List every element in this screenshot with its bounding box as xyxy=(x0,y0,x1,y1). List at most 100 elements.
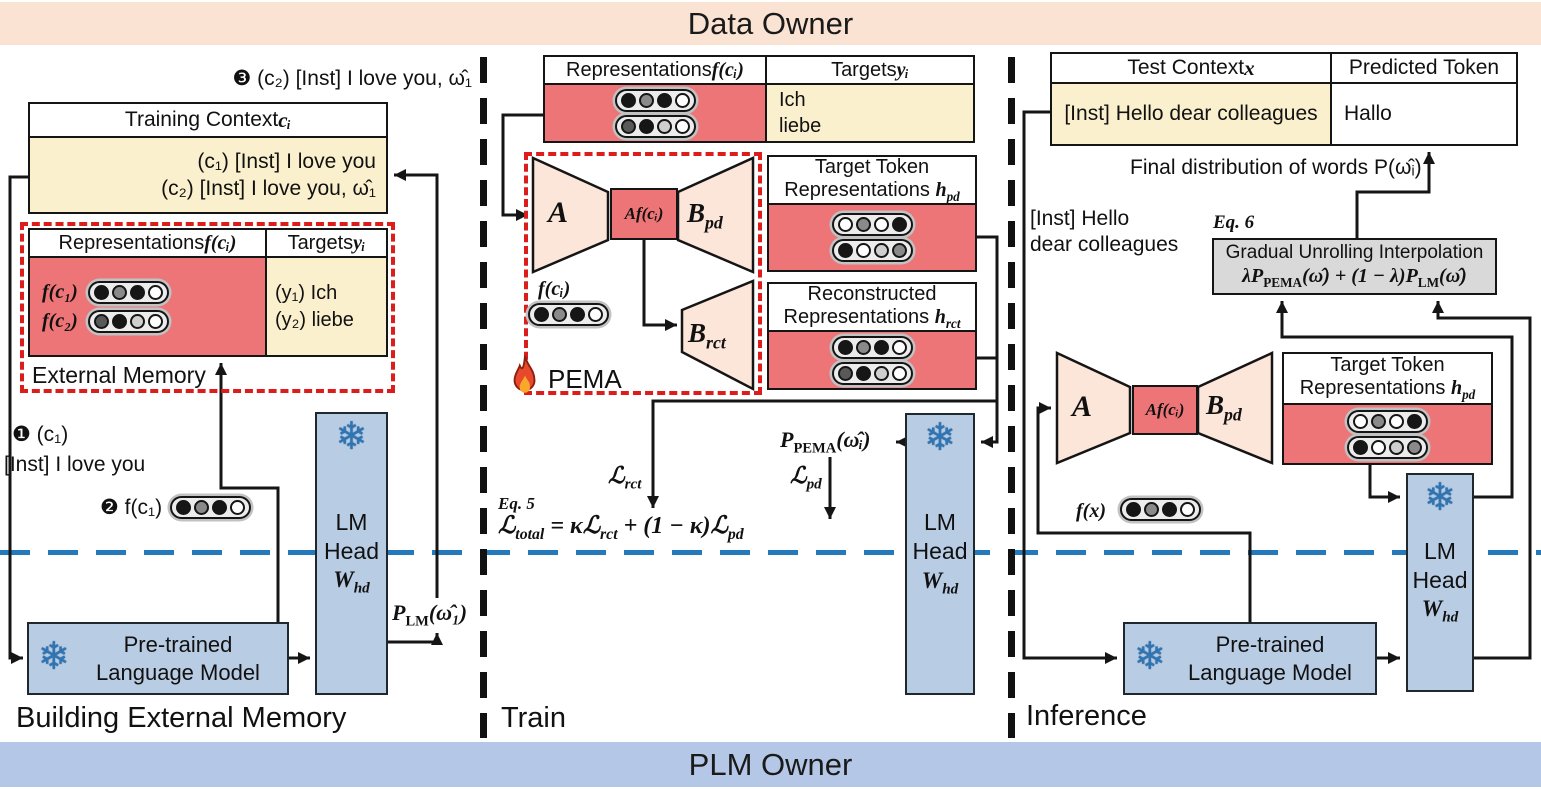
lm-head-weight: Whd xyxy=(1422,594,1458,628)
wire-lmhead-to-plm-distribution xyxy=(388,633,443,645)
predicted-token-value: Hallo xyxy=(1344,102,1392,125)
eq6-p3: (ω̂) xyxy=(1439,265,1467,288)
owner-boundary-dashed-line xyxy=(0,550,1541,555)
fire-icon xyxy=(513,355,536,393)
data-owner-label: Data Owner xyxy=(687,5,854,41)
target-token-line2: Representations hpd xyxy=(784,179,960,204)
hpd-sub: pd xyxy=(946,188,960,204)
decoder-bpd-label-train: Bpd xyxy=(687,198,723,233)
prediction-loss-label: ℒpd xyxy=(790,463,822,494)
white-dot xyxy=(1353,413,1368,429)
plm-owner-label: PLM Owner xyxy=(688,746,853,782)
lm-head-box-middle: ❄ LM Head Whd xyxy=(905,413,975,695)
target-token-line2-text: Representations xyxy=(1299,377,1451,400)
white-dot xyxy=(674,118,690,134)
representation-pill xyxy=(831,239,913,262)
white-dot xyxy=(873,217,889,232)
decoder-bpd-label-inference: Bpd xyxy=(1206,390,1242,425)
hpd-var: h xyxy=(935,178,947,201)
black-dot xyxy=(837,243,853,258)
plm-distribution-sub: LM xyxy=(405,613,429,630)
inference-input-line2: dear colleagues xyxy=(1030,232,1179,256)
loss-pd-sub: pd xyxy=(806,475,822,493)
lm-head-line1: LM xyxy=(1424,537,1456,564)
pema-label: PEMA xyxy=(548,364,622,394)
fci-pill xyxy=(528,303,609,326)
wire-context-to-plm xyxy=(8,175,28,664)
memory-representations-cell: f(c₁) f(c₂) xyxy=(28,256,267,357)
black-dot xyxy=(638,118,654,134)
train-targets-header-var: yᵢ xyxy=(896,58,909,81)
lm-head-box-left: ❄ LM Head Whd xyxy=(315,412,388,695)
decoder-brct-shape-train xyxy=(680,279,755,392)
hpd-var: h xyxy=(1450,377,1463,400)
eq5-s2: rct xyxy=(600,525,618,543)
lightgray-dot xyxy=(1389,439,1404,455)
train-representations-header-var: f(cᵢ) xyxy=(711,58,744,81)
memory-representations-header: Representations f(cᵢ) xyxy=(28,228,267,258)
white-dot xyxy=(1389,413,1404,429)
white-dot xyxy=(891,339,907,355)
lm-head-line2: Head xyxy=(1412,566,1468,593)
panel-label-train: Train xyxy=(501,702,566,734)
train-representations-cell xyxy=(543,83,767,143)
white-dot xyxy=(837,217,853,232)
memory-row: f(c₁) xyxy=(30,280,265,304)
pema-dashed-box xyxy=(524,152,762,395)
plm-distribution-label: PLM(ω̂₁) xyxy=(392,600,467,630)
pretrained-lm-box-left: ❄ Pre-trained Language Model xyxy=(27,622,289,695)
wire-memory-to-encoder xyxy=(501,113,543,221)
pretrained-lm-line1: Pre-trained xyxy=(1215,632,1325,657)
gray-dot xyxy=(194,500,210,515)
black-dot xyxy=(891,217,907,232)
test-context-header: Test Context x xyxy=(1050,52,1332,84)
step2-annotation: ❷ f(c₁) xyxy=(100,495,252,520)
bpd-base: B xyxy=(1206,390,1225,420)
gray-dot xyxy=(891,243,907,258)
final-distribution-label: Final distribution of words P(ω̂ᵢ) xyxy=(1130,156,1422,179)
step1-annotation: ❶ (c₁) [Inst] I love you xyxy=(4,422,145,477)
target-token-cell-inference xyxy=(1282,403,1493,465)
lm-head-weight-sub: hd xyxy=(942,580,959,598)
lm-head-weight-var: W xyxy=(333,567,354,593)
black-dot xyxy=(873,339,889,355)
gray-dot xyxy=(855,339,871,355)
target-token-header-train: Target Token Representations hpd xyxy=(767,155,977,205)
data-owner-banner: Data Owner xyxy=(0,2,1541,45)
memory-row: f(c₂) xyxy=(30,309,265,333)
representation-pill xyxy=(614,88,696,112)
lm-head-weight: Whd xyxy=(922,566,958,600)
white-dot xyxy=(855,243,871,258)
wire-plm-dist-to-interpolation xyxy=(1432,301,1532,660)
eq5-s3: pd xyxy=(727,525,744,543)
step1-line2: [Inst] I love you xyxy=(4,452,146,476)
eq5-equation: ℒtotal = κℒrct + (1 − κ)ℒpd xyxy=(498,511,744,544)
encoder-a-shape-train xyxy=(531,156,610,274)
panel-label-inference: Inference xyxy=(1026,700,1147,732)
darkgray-dot xyxy=(620,118,636,134)
memory-targets-header-var: yᵢ xyxy=(353,231,366,254)
bpd-base: B xyxy=(687,198,706,228)
test-context-header-text: Test Context xyxy=(1127,56,1245,79)
fci-label: f(cᵢ) xyxy=(538,278,571,300)
lm-head-weight-sub: hd xyxy=(1442,609,1459,627)
training-context-row: (c₁) [Inst] I love you xyxy=(197,149,376,173)
fx-pill xyxy=(1120,498,1201,521)
snowflake-icon: ❄ xyxy=(1134,636,1166,678)
hrct-sub: rct xyxy=(945,315,961,331)
loss-rct-base: ℒ xyxy=(608,463,625,488)
predicted-token-header: Predicted Token xyxy=(1330,52,1518,84)
lm-head-line1: LM xyxy=(924,509,956,536)
black-dot xyxy=(855,365,871,381)
wire-fx-to-encoder xyxy=(1036,402,1252,622)
lm-head-box-right: ❄ LM Head Whd xyxy=(1406,473,1474,692)
training-context-header: Training Context cᵢ xyxy=(28,102,388,138)
snowflake-icon: ❄ xyxy=(335,416,368,458)
pema-distribution-label: PPEMA(ω̂ᵢ) xyxy=(780,427,870,457)
decoder-bpd-shape-inference xyxy=(1196,351,1274,465)
representation-pill xyxy=(831,213,913,236)
lm-head-weight-sub: hd xyxy=(353,580,370,598)
af-label-train: Af(cᵢ) xyxy=(624,204,664,223)
wire-representation-to-memory xyxy=(215,363,280,622)
wire-af-to-brct xyxy=(642,240,677,331)
